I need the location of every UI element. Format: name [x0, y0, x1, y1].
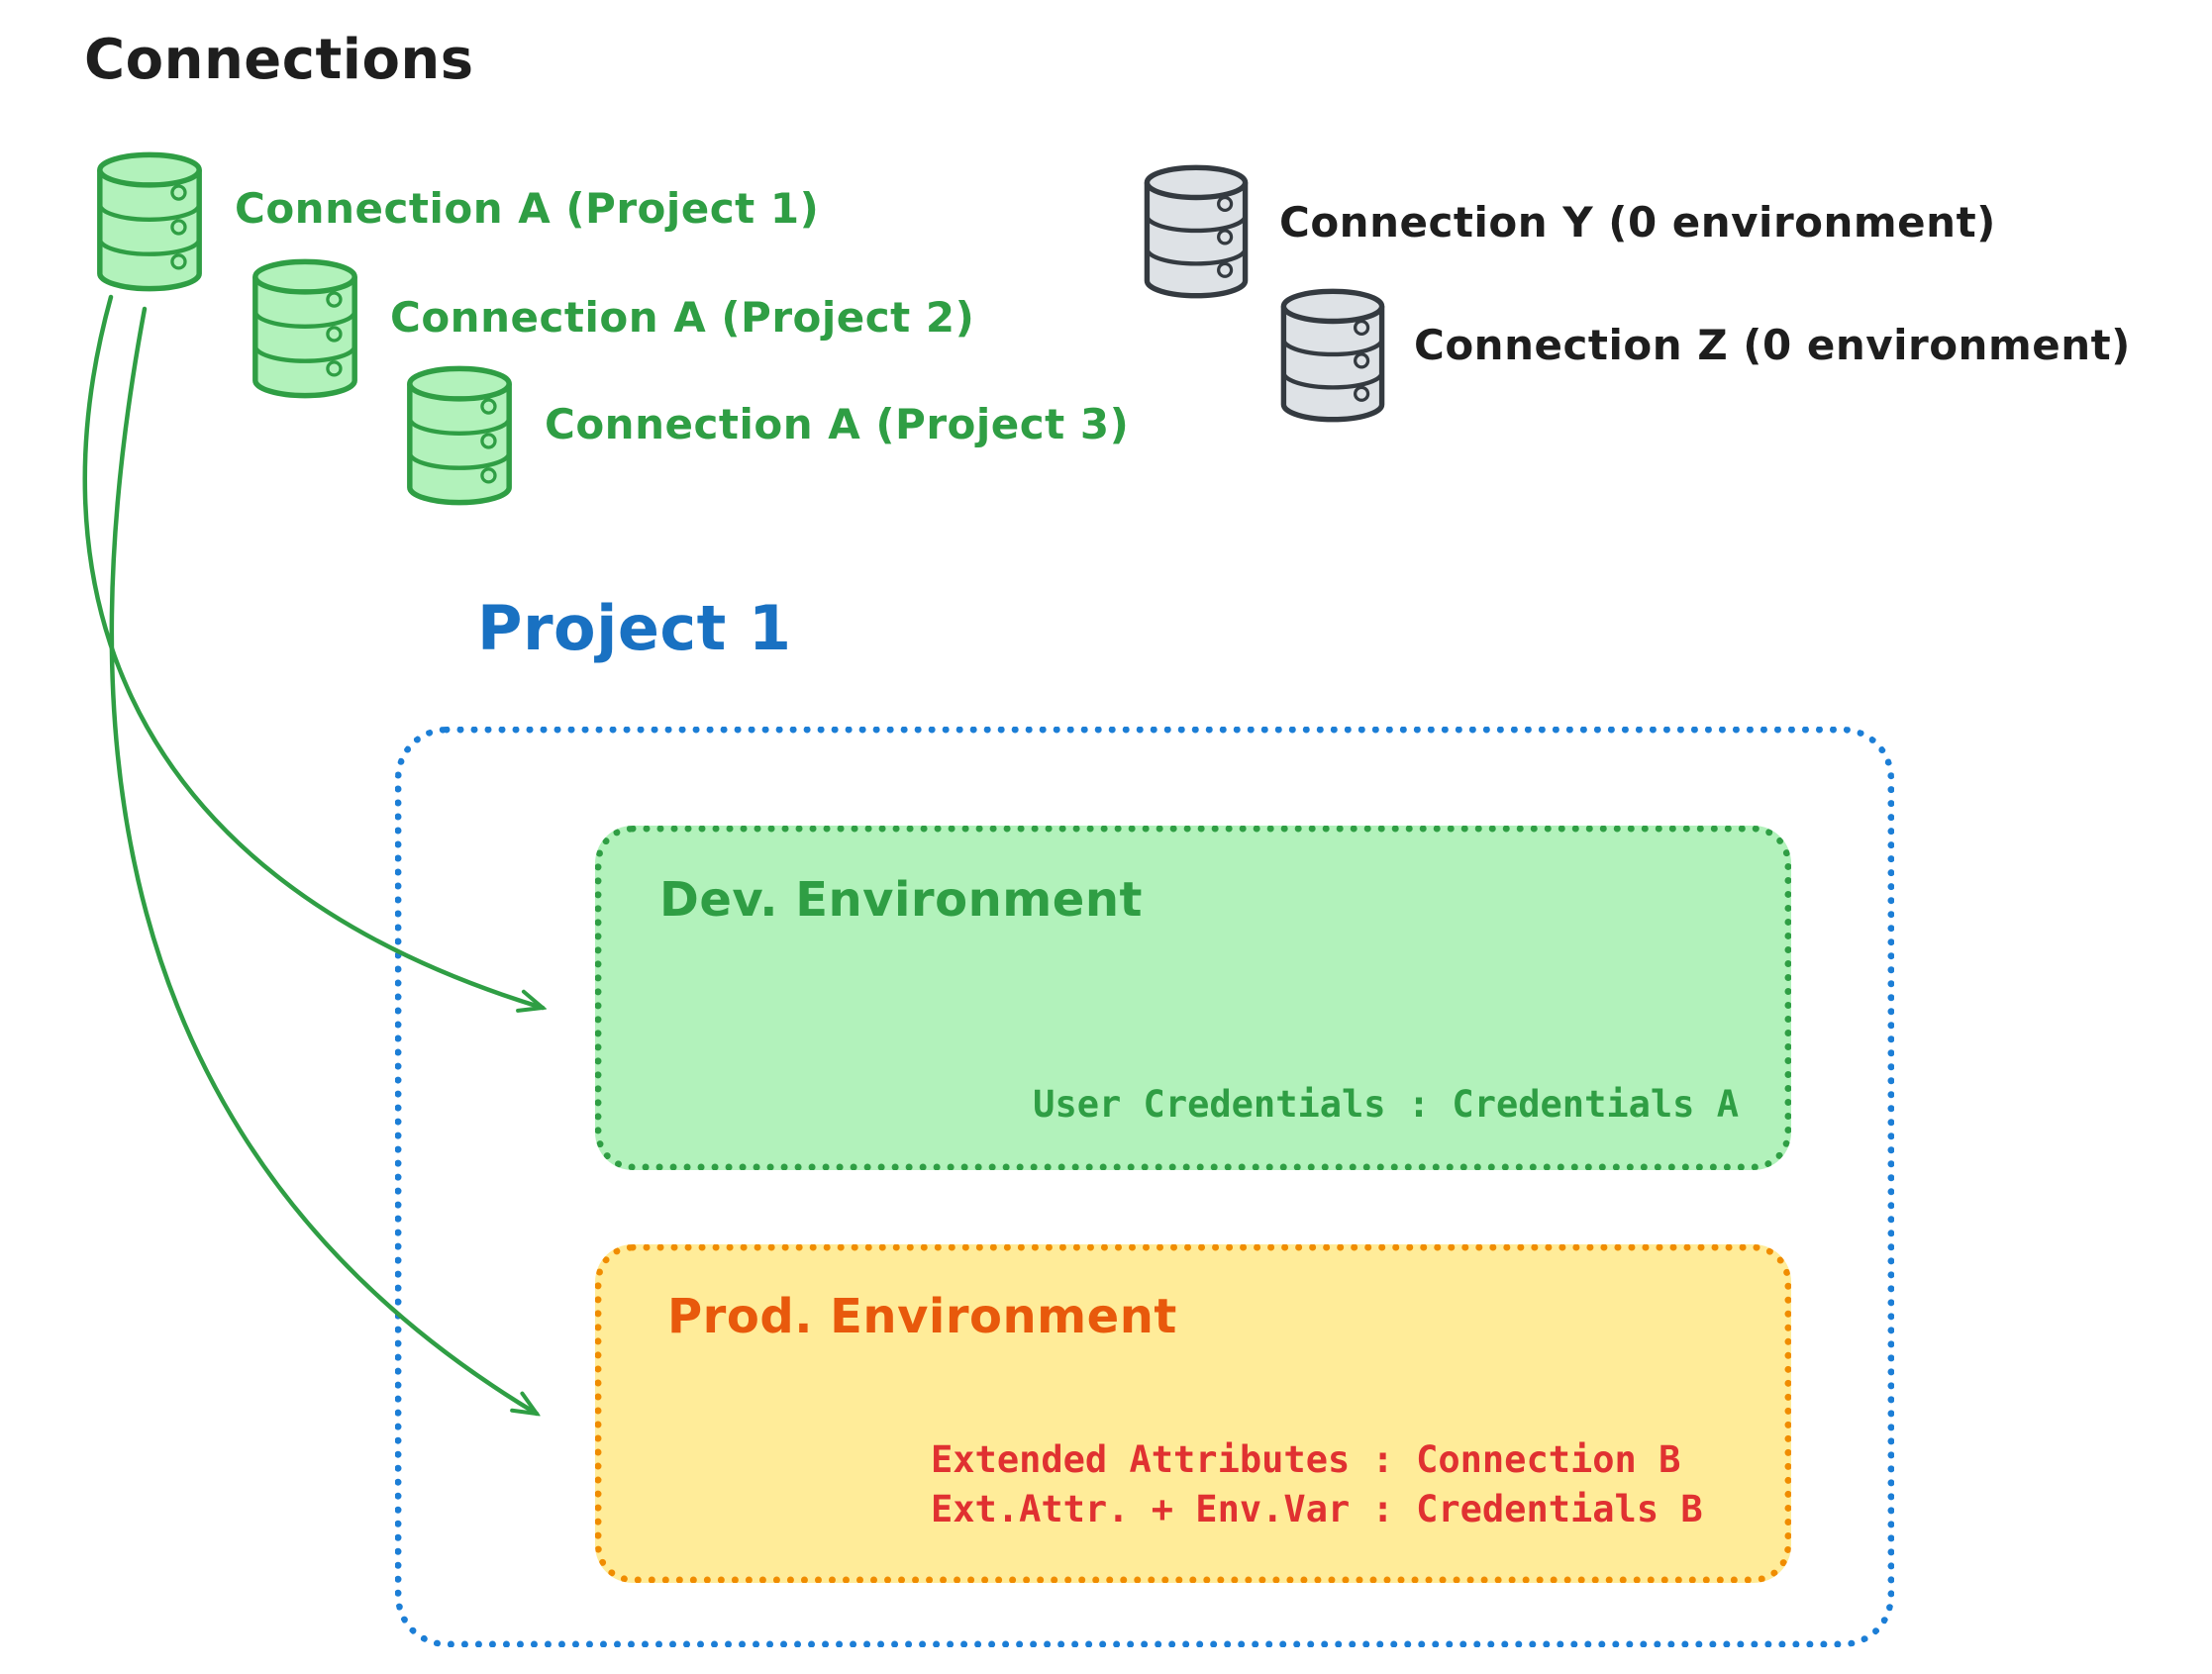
dev-environment-title: Dev. Environment: [659, 872, 1143, 928]
prod-environment-credentials-block: Extended Attributes : Connection B Ext.A…: [931, 1435, 1703, 1534]
prod-environment-line-1: Extended Attributes : Connection B: [931, 1438, 1681, 1481]
database-icon-connection-a-1: [94, 150, 205, 293]
database-icon-connection-z: [1277, 287, 1388, 424]
prod-environment-line-2: Ext.Attr. + Env.Var : Credentials B: [931, 1487, 1703, 1530]
connection-a-project-2-label: Connection A (Project 2): [390, 293, 975, 342]
database-icon-connection-a-3: [404, 364, 515, 507]
prod-environment-box: Prod. Environment Extended Attributes : …: [595, 1244, 1791, 1583]
database-icon-connection-y: [1141, 163, 1252, 300]
project-title: Project 1: [477, 592, 792, 664]
database-icon-connection-a-2: [250, 257, 360, 400]
connection-a-project-3-label: Connection A (Project 3): [545, 400, 1130, 448]
dev-environment-credentials-line: User Credentials : Credentials A: [1033, 1083, 1739, 1126]
prod-environment-title: Prod. Environment: [667, 1289, 1177, 1344]
diagram-title: Connections: [84, 28, 474, 92]
connection-a-project-1-label: Connection A (Project 1): [235, 184, 820, 233]
connection-z-label: Connection Z (0 environment): [1414, 321, 2131, 369]
dev-environment-box: Dev. Environment User Credentials : Cred…: [595, 826, 1791, 1170]
connection-y-label: Connection Y (0 environment): [1279, 198, 1996, 246]
